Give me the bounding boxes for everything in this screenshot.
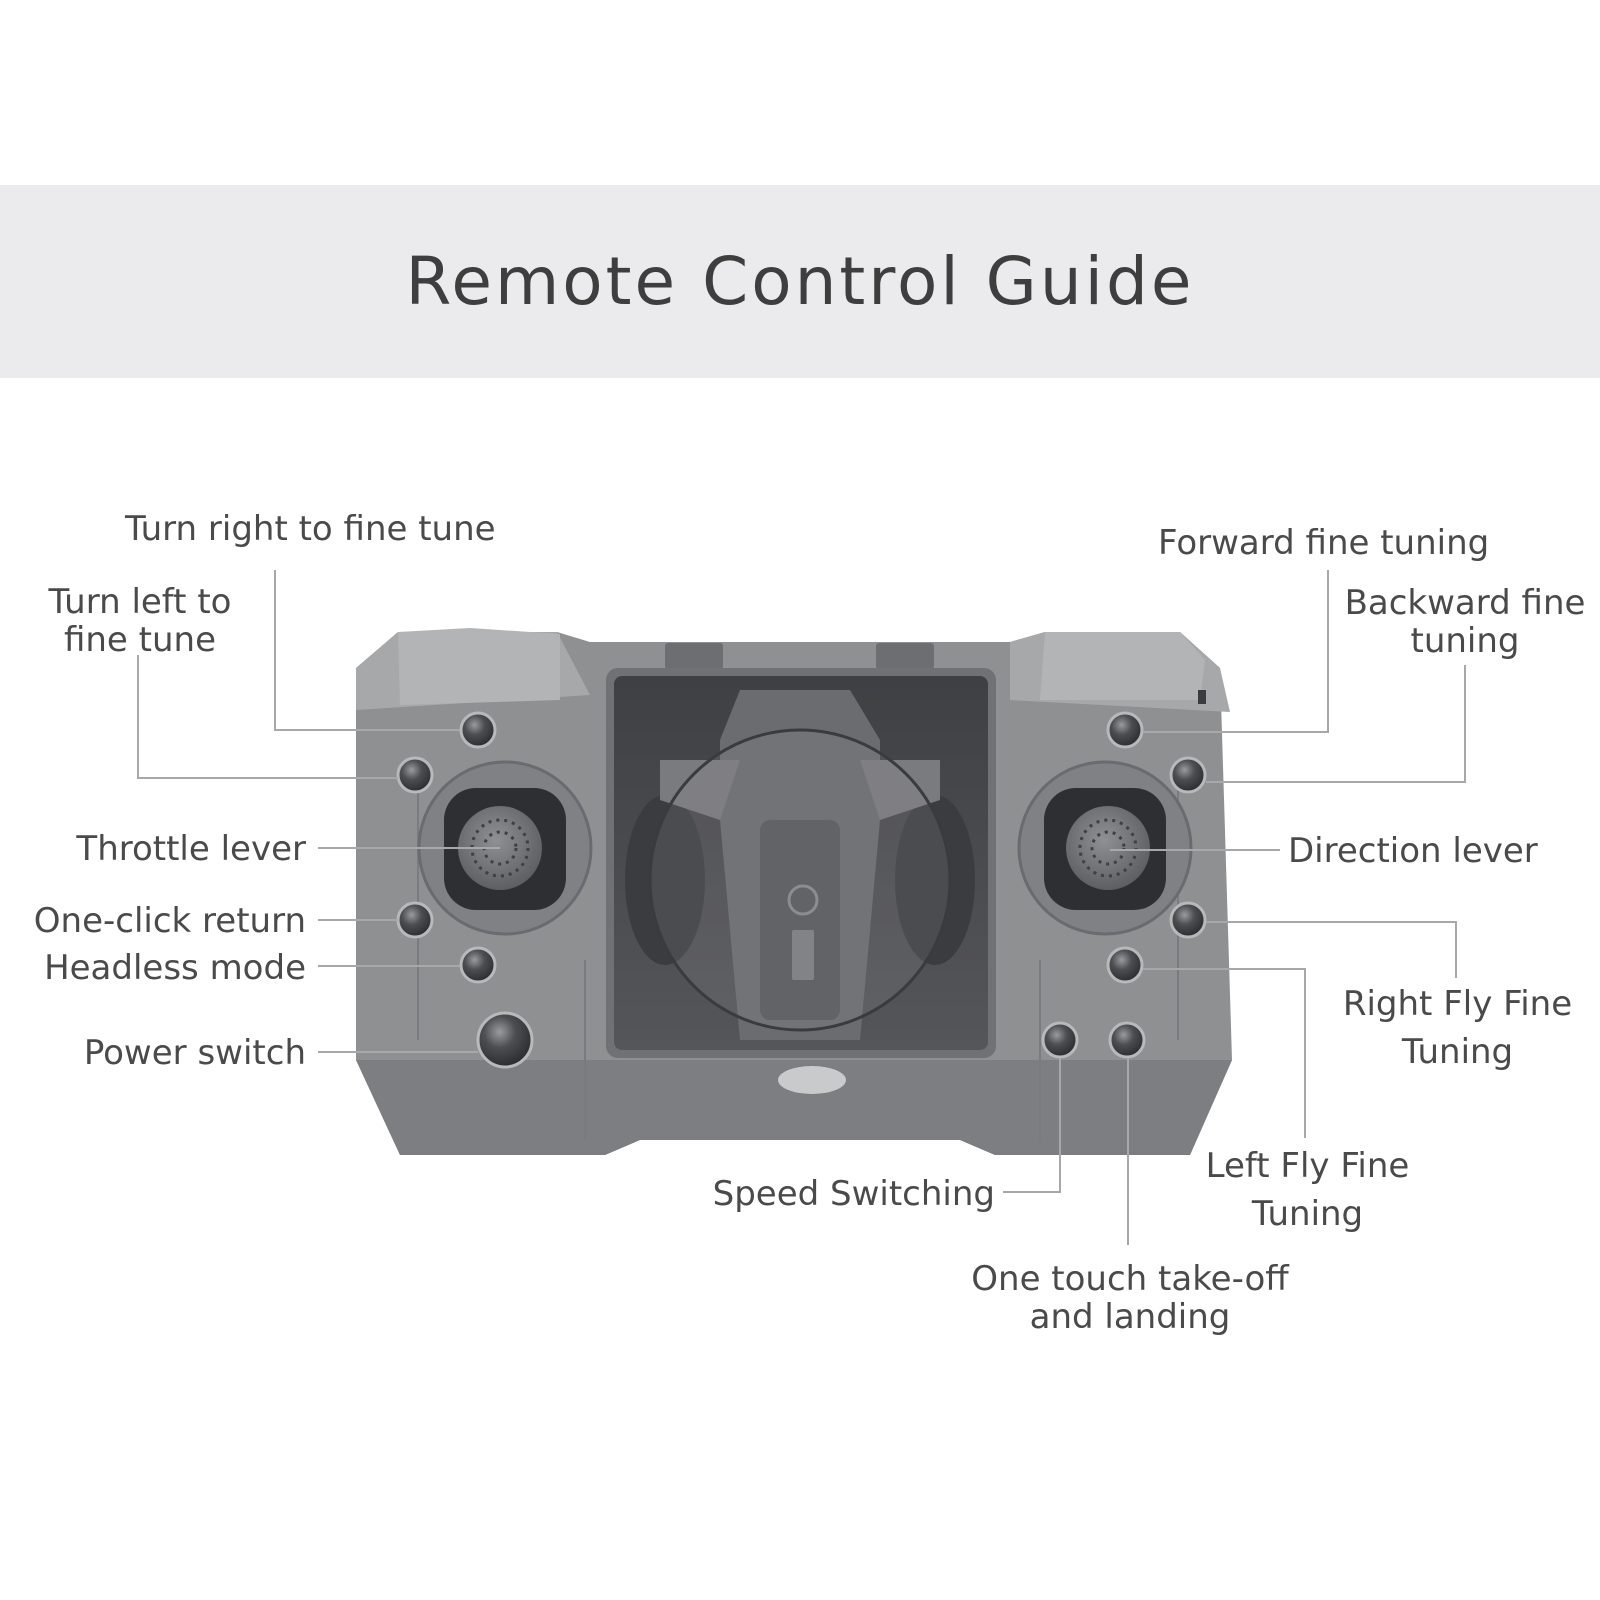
direction-lever-stick[interactable]: [1017, 760, 1193, 936]
label-throttle-lever: Throttle lever: [76, 829, 306, 869]
headless-mode-button[interactable]: [459, 946, 497, 984]
power-switch-button[interactable]: [476, 1011, 534, 1069]
right-fly-trim-button[interactable]: [1169, 901, 1207, 939]
label-backward-fine-tuning: Backward fine tuning: [1335, 584, 1595, 660]
label-right-fly-line1: Right Fly Fine: [1342, 984, 1573, 1024]
forward-trim-button[interactable]: [1106, 711, 1144, 749]
one-click-return-button[interactable]: [396, 901, 434, 939]
label-backward-line2: tuning: [1410, 621, 1520, 661]
label-forward-fine-tuning: Forward fine tuning: [1158, 523, 1490, 563]
page-title: Remote Control Guide: [405, 243, 1195, 320]
label-takeoff-line1: One touch take-off: [971, 1259, 1289, 1299]
label-headless-mode: Headless mode: [44, 948, 306, 988]
label-power-switch: Power switch: [83, 1033, 306, 1073]
label-one-click-return: One-click return: [33, 901, 306, 941]
label-left-fly-line1: Left Fly Fine: [1205, 1146, 1410, 1186]
left-fly-trim-button[interactable]: [1106, 946, 1144, 984]
label-speed-switching: Speed Switching: [712, 1174, 995, 1214]
label-right-fly-line2: Tuning: [1401, 1032, 1514, 1072]
label-turn-left: Turn left to fine tune: [40, 583, 240, 659]
phone-clip-hinges: [665, 643, 934, 669]
turn-left-trim-button[interactable]: [396, 756, 434, 794]
label-left-fly-line2: Tuning: [1251, 1194, 1364, 1234]
label-takeoff-line2: and landing: [1029, 1297, 1231, 1337]
label-backward-line1: Backward fine: [1344, 583, 1586, 623]
leader-lines: [137, 570, 1466, 1245]
label-right-fly-fine-tuning: Right Fly Fine Tuning: [1330, 980, 1585, 1076]
label-turn-left-line1: Turn left to: [48, 582, 232, 622]
turn-right-trim-button[interactable]: [459, 711, 497, 749]
throttle-lever-stick[interactable]: [417, 760, 593, 936]
backward-trim-button[interactable]: [1169, 756, 1207, 794]
title-band: Remote Control Guide: [0, 185, 1600, 378]
takeoff-landing-button[interactable]: [1108, 1021, 1146, 1059]
speed-switching-button[interactable]: [1041, 1021, 1079, 1059]
label-direction-lever: Direction lever: [1288, 831, 1538, 871]
label-takeoff-landing: One touch take-off and landing: [955, 1260, 1305, 1336]
label-left-fly-fine-tuning: Left Fly Fine Tuning: [1190, 1142, 1425, 1238]
label-turn-left-line2: fine tune: [63, 620, 217, 660]
drone-storage-window: [606, 668, 996, 1094]
label-turn-right: Turn right to fine tune: [125, 509, 496, 549]
